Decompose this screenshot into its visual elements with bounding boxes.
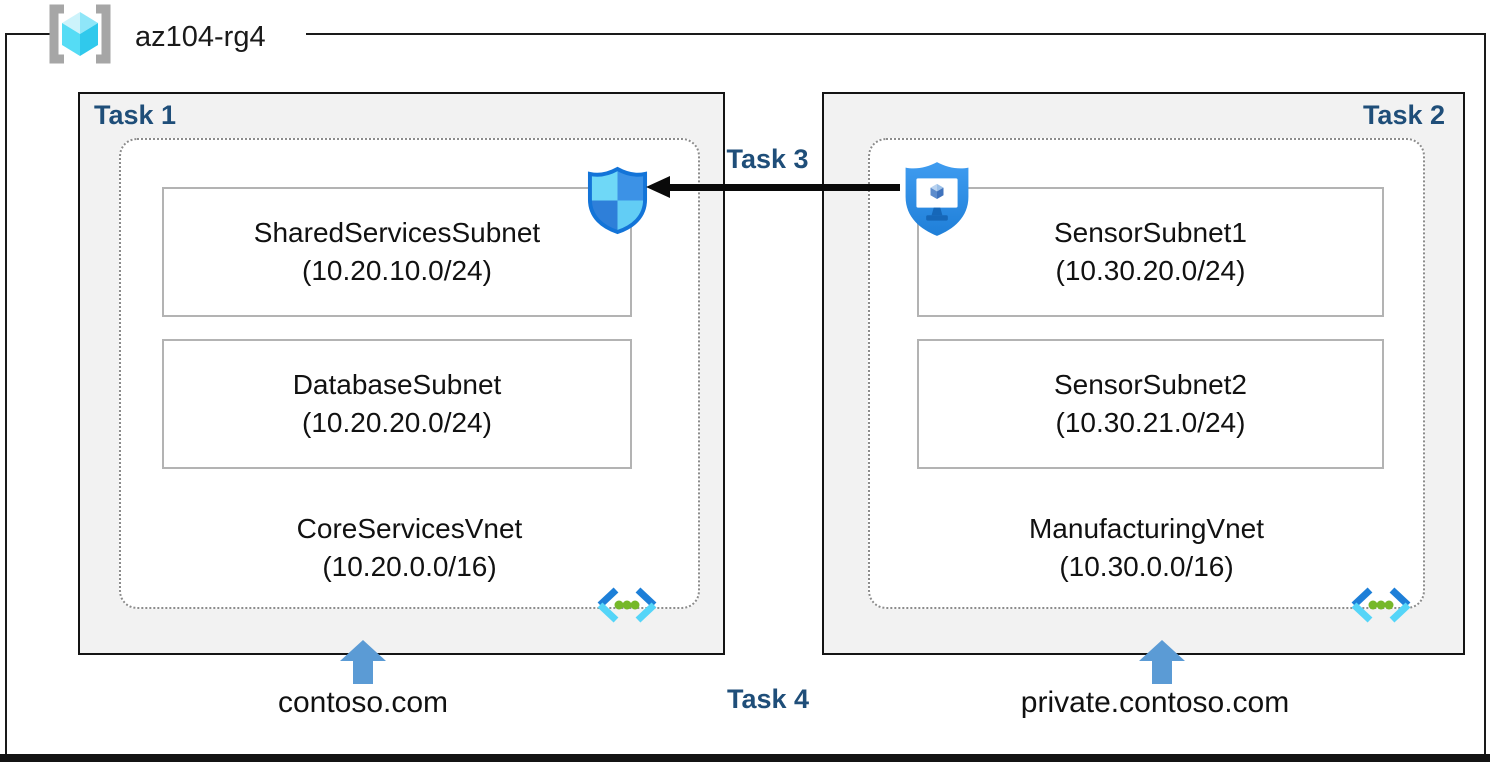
frame-label-gap <box>50 29 306 39</box>
sensor-subnet2-box: SensorSubnet2 (10.30.21.0/24) <box>917 339 1384 469</box>
task2-label: Task 2 <box>1362 100 1445 130</box>
subnet-name: SensorSubnet1 <box>1053 217 1248 248</box>
task1-label: Task 1 <box>94 100 177 130</box>
vnet-cidr: (10.20.0.0/16) <box>322 551 497 582</box>
vnet-name: CoreServicesVnet <box>296 513 523 544</box>
subnet-cidr: (10.20.20.0/24) <box>302 407 492 438</box>
vnet-name: ManufacturingVnet <box>1028 513 1265 544</box>
subnet-name: SensorSubnet2 <box>1053 369 1248 400</box>
subnet-cidr: (10.30.20.0/24) <box>1055 255 1246 286</box>
sensor-subnet1-box: SensorSubnet1 (10.30.20.0/24) <box>917 187 1384 317</box>
resource-group-frame <box>5 33 1486 755</box>
core-services-vnet-label: CoreServicesVnet (10.20.0.0/16) <box>119 510 700 586</box>
up-arrow-icon <box>1139 640 1185 684</box>
manufacturing-vnet-label: ManufacturingVnet (10.30.0.0/16) <box>868 510 1425 586</box>
task2-vnet-box: Task 2 SensorSubnet1 (10.30.20.0/24) Sen… <box>822 92 1465 655</box>
task3-label: Task 3 <box>726 144 809 174</box>
peering-arrow-line <box>668 184 900 191</box>
up-arrow-icon <box>340 640 386 684</box>
bottom-border-bar <box>0 754 1490 762</box>
subnet-cidr: (10.30.21.0/24) <box>1055 407 1246 438</box>
task4-label: Task 4 <box>726 684 810 714</box>
network-security-group-icon <box>587 166 648 235</box>
shared-services-subnet-box: SharedServicesSubnet (10.20.10.0/24) <box>162 187 632 317</box>
bastion-icon <box>905 162 969 236</box>
subnet-name: DatabaseSubnet <box>292 369 502 400</box>
subnet-name: SharedServicesSubnet <box>253 217 541 248</box>
database-subnet-box: DatabaseSubnet (10.20.20.0/24) <box>162 339 632 469</box>
task1-vnet-box: Task 1 SharedServicesSubnet (10.20.10.0/… <box>78 92 725 655</box>
subnet-cidr: (10.20.10.0/24) <box>302 255 492 286</box>
private-contoso-domain-label: private.contoso.com <box>1020 686 1290 719</box>
virtual-network-icon <box>1351 587 1411 623</box>
contoso-domain-label: contoso.com <box>277 686 449 719</box>
vnet-cidr: (10.30.0.0/16) <box>1059 551 1234 582</box>
resource-group-icon <box>49 4 111 64</box>
arrow-left-icon <box>646 176 670 198</box>
resource-group-label: az104-rg4 <box>135 21 266 53</box>
virtual-network-icon <box>597 587 657 623</box>
